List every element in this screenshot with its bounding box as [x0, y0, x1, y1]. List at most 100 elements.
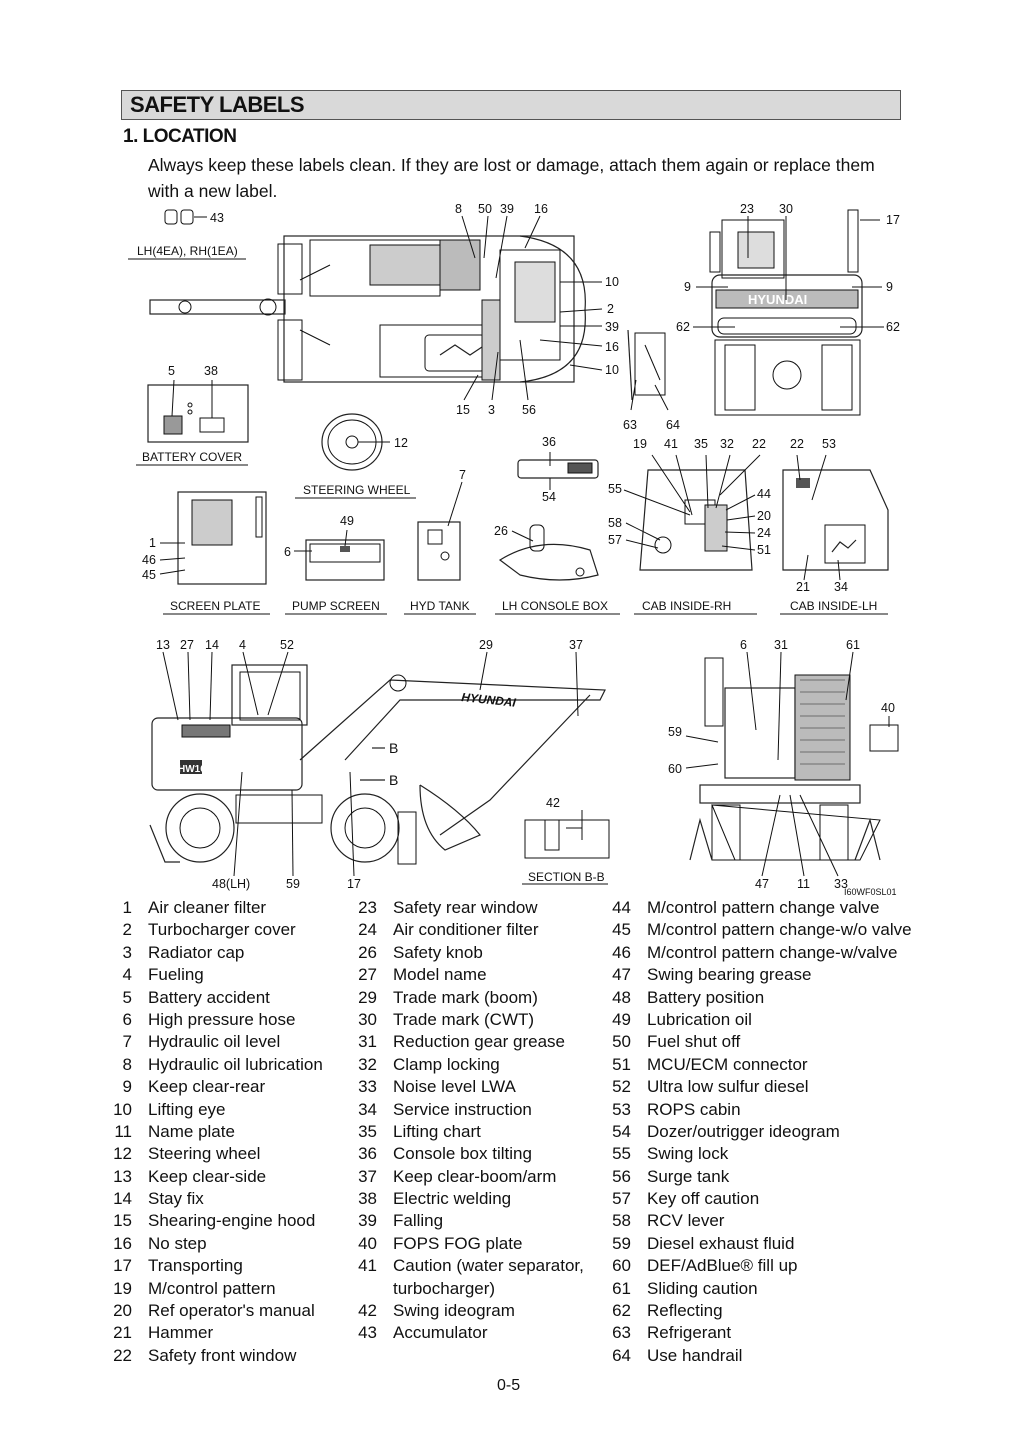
brand-logo-boom: HYUNDAI	[461, 690, 517, 710]
label-name: Air conditioner filter	[393, 920, 539, 940]
label-number: 41	[358, 1256, 377, 1276]
callout: 13	[156, 638, 170, 652]
label-name: Trade mark (CWT)	[393, 1009, 535, 1029]
label-number: 49	[612, 1009, 631, 1029]
callout: 61	[846, 638, 860, 652]
callout: 59	[668, 725, 682, 739]
callout: 9	[684, 280, 691, 294]
label-name: Safety rear window	[393, 898, 538, 917]
callout: 62	[886, 320, 900, 334]
callout: 55	[608, 482, 622, 496]
page-number: 0-5	[497, 1377, 521, 1394]
callout: 52	[280, 638, 294, 652]
console-box-top-drawing	[517, 452, 599, 490]
model-name-label: HW160	[178, 764, 212, 775]
label-name: Fueling	[148, 965, 204, 985]
callout: 64	[666, 418, 680, 432]
callout: 36	[542, 435, 556, 449]
label-number: 27	[358, 965, 377, 985]
label-number: 63	[612, 1323, 631, 1343]
steering-wheel-drawing	[321, 413, 390, 471]
label-name: Steering wheel	[148, 1144, 261, 1164]
label-list-item: 30 Trade mark (CWT)	[357, 1010, 617, 1032]
label-number: 62	[612, 1301, 631, 1321]
label-name: turbocharger)	[393, 1278, 496, 1298]
intro-text: Always keep these labels clean. If they …	[148, 155, 875, 201]
callout: 1	[149, 536, 156, 550]
callout: 2	[607, 302, 614, 316]
callout: 39	[605, 320, 619, 334]
callout: 53	[822, 437, 836, 451]
label-number: 45	[612, 920, 631, 940]
callout: 57	[608, 533, 622, 547]
callout: 15	[456, 403, 470, 417]
label-number: 44	[612, 898, 631, 917]
cab-inside-lh-drawing	[782, 454, 889, 581]
callout: 48(LH)	[212, 877, 250, 891]
label-name: Noise level LWA	[393, 1077, 516, 1097]
callout: 6	[740, 638, 747, 652]
callout: 4	[239, 638, 246, 652]
callout: 17	[886, 213, 900, 227]
caption-steering-wheel: STEERING WHEEL	[303, 483, 411, 497]
label-number: 35	[358, 1121, 377, 1141]
label-number: 39	[358, 1211, 377, 1231]
label-number: 61	[612, 1278, 631, 1298]
label-number: 13	[113, 1166, 132, 1186]
callout: 30	[779, 202, 793, 216]
page-title: SAFETY LABELS	[130, 92, 305, 117]
label-number: 31	[358, 1032, 377, 1052]
callout: 46	[142, 553, 156, 567]
label-number: 30	[358, 1009, 377, 1029]
label-name: Trade mark (boom)	[393, 987, 538, 1007]
label-name: Ultra low sulfur diesel	[647, 1077, 809, 1097]
label-name: Clamp locking	[393, 1054, 500, 1074]
label-number: 64	[612, 1345, 631, 1365]
label-number: 48	[612, 987, 631, 1007]
label-number: 16	[113, 1233, 132, 1253]
callout: 17	[347, 877, 361, 891]
section-bb-drawing	[524, 810, 610, 859]
rear-bottom-callouts	[685, 651, 890, 877]
label-number: 24	[358, 920, 377, 940]
brand-logo-rear: HYUNDAI	[748, 292, 807, 307]
callout: 16	[605, 340, 619, 354]
label-name: Ref operator's manual	[148, 1301, 315, 1321]
callout: 11	[797, 877, 810, 891]
label-number: 51	[612, 1054, 631, 1074]
callout: 5	[168, 364, 175, 378]
label-name: M/control pattern	[148, 1278, 276, 1298]
label-name: ROPS cabin	[647, 1099, 741, 1119]
label-name: Swing lock	[647, 1144, 729, 1164]
label-number: 56	[612, 1166, 631, 1186]
